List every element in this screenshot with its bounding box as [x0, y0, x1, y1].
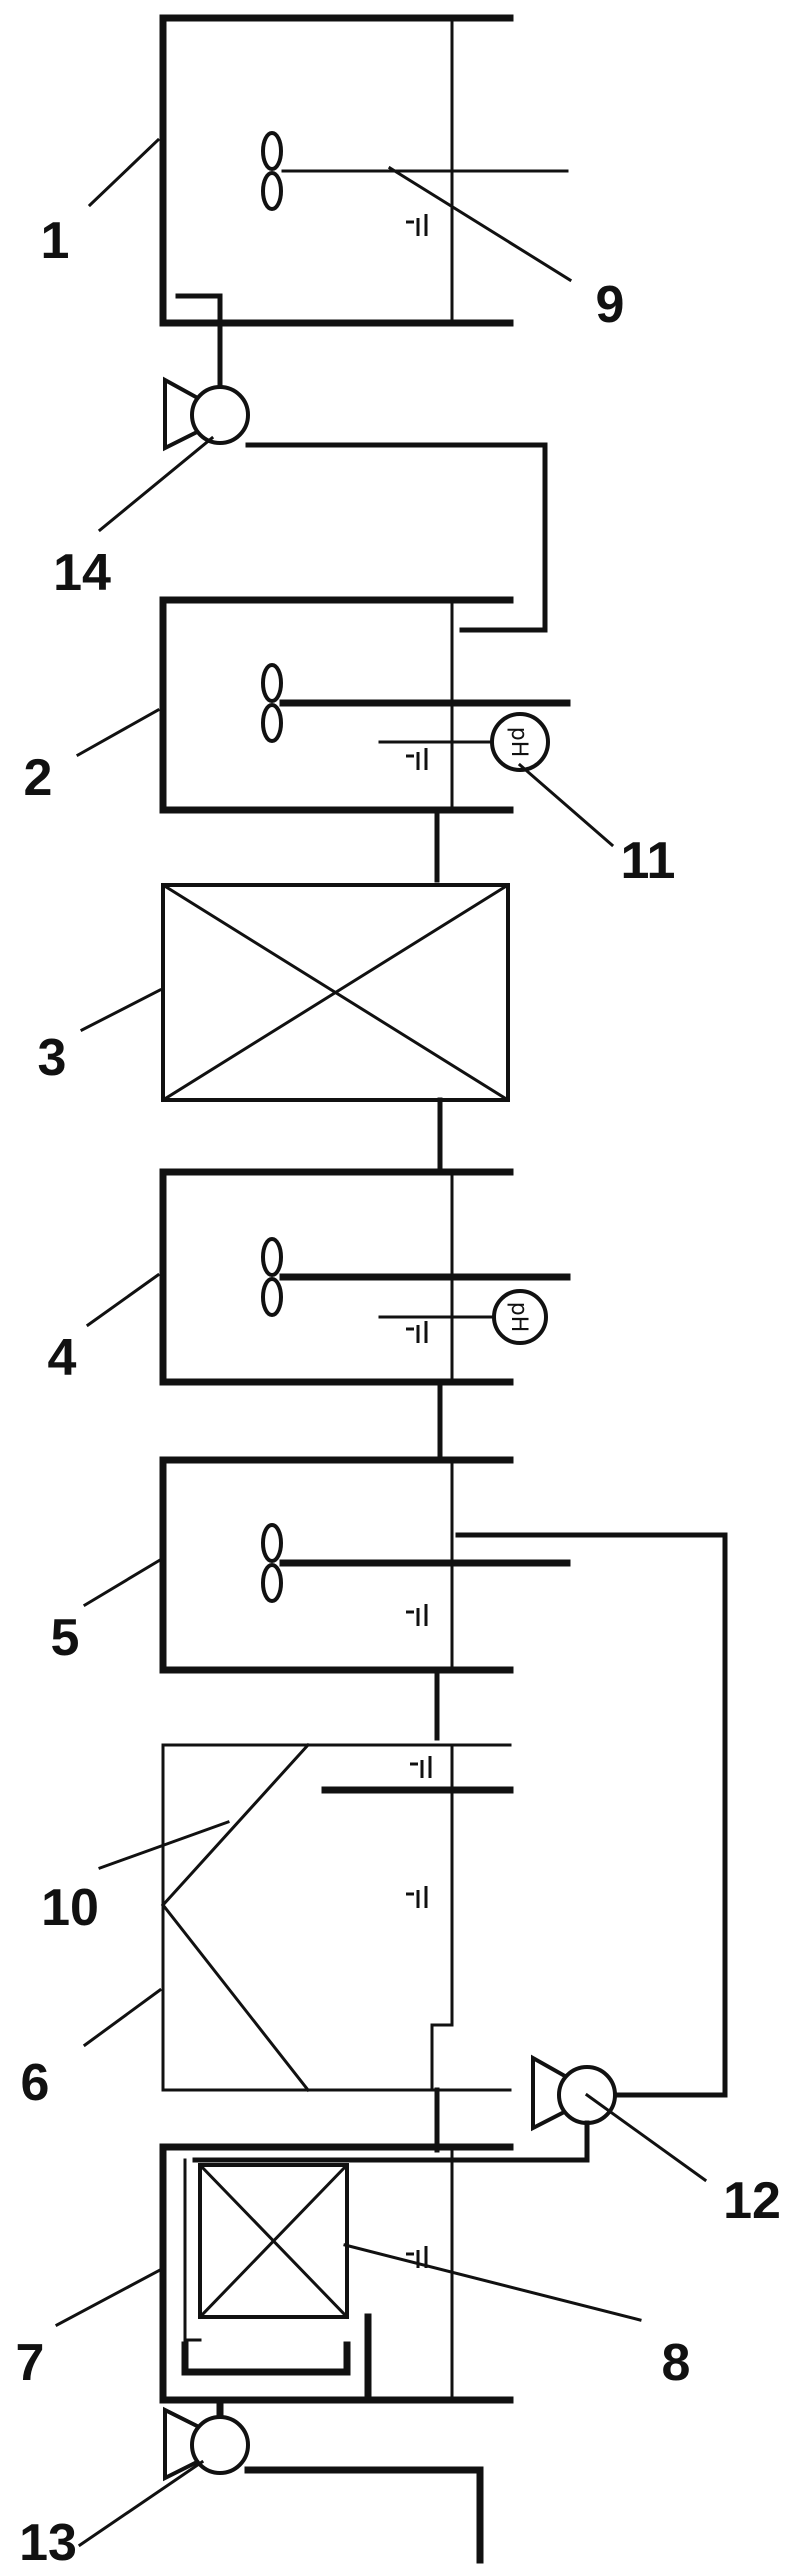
tank-4-water-level-mark: [404, 1319, 428, 1345]
leader-lines: [54, 137, 708, 2548]
tank-4-stirrer: [261, 1237, 283, 1317]
label-8: 8: [662, 2334, 691, 2392]
tank-2-water-level-mark: [404, 746, 428, 772]
tank-5-water-level-mark: [404, 1602, 428, 1628]
label-12: 12: [723, 2172, 781, 2230]
unit-3-reactor: [160, 882, 511, 1171]
tank-6-settler: [160, 1742, 514, 2153]
tank-2: pH: [159, 596, 571, 883]
label-13: 13: [19, 2514, 77, 2572]
label-6: 6: [21, 2054, 50, 2112]
component-labels: 1 9 14 2 11 3 4 5 10 6 12 7 8 13: [16, 212, 781, 2572]
label-7: 7: [16, 2334, 45, 2392]
tank-5: [159, 1456, 728, 2098]
ph-sensor-tank-4: pH: [492, 1289, 548, 1345]
tank-7-membrane-tank: [159, 2143, 514, 2419]
label-2: 2: [24, 749, 53, 807]
ph-sensor-tank-2: pH: [490, 712, 550, 772]
tank-4: pH: [159, 1168, 571, 1458]
membrane-module-8: [197, 2162, 350, 2320]
label-14: 14: [53, 544, 111, 602]
tank-1: [159, 14, 569, 403]
svg-text:pH: pH: [506, 1302, 531, 1333]
label-4: 4: [48, 1329, 77, 1387]
tank-2-stirrer: [261, 663, 283, 743]
label-11: 11: [621, 832, 676, 890]
label-10: 10: [41, 1879, 99, 1937]
tank-1-stirrer: [261, 131, 283, 211]
tank-5-stirrer: [261, 1523, 283, 1603]
label-5: 5: [51, 1609, 80, 1667]
pump-14-icon: [163, 376, 548, 633]
tank-6-water-level-mark-top: [408, 1754, 432, 1780]
pump-13-icon: [163, 2406, 484, 2564]
tank-1-water-level-mark: [404, 212, 428, 238]
label-3: 3: [38, 1029, 67, 1087]
svg-text:pH: pH: [506, 727, 531, 758]
label-9: 9: [596, 276, 625, 334]
tank-6-water-level-mark-mid: [404, 1884, 428, 1910]
label-1: 1: [41, 212, 70, 270]
